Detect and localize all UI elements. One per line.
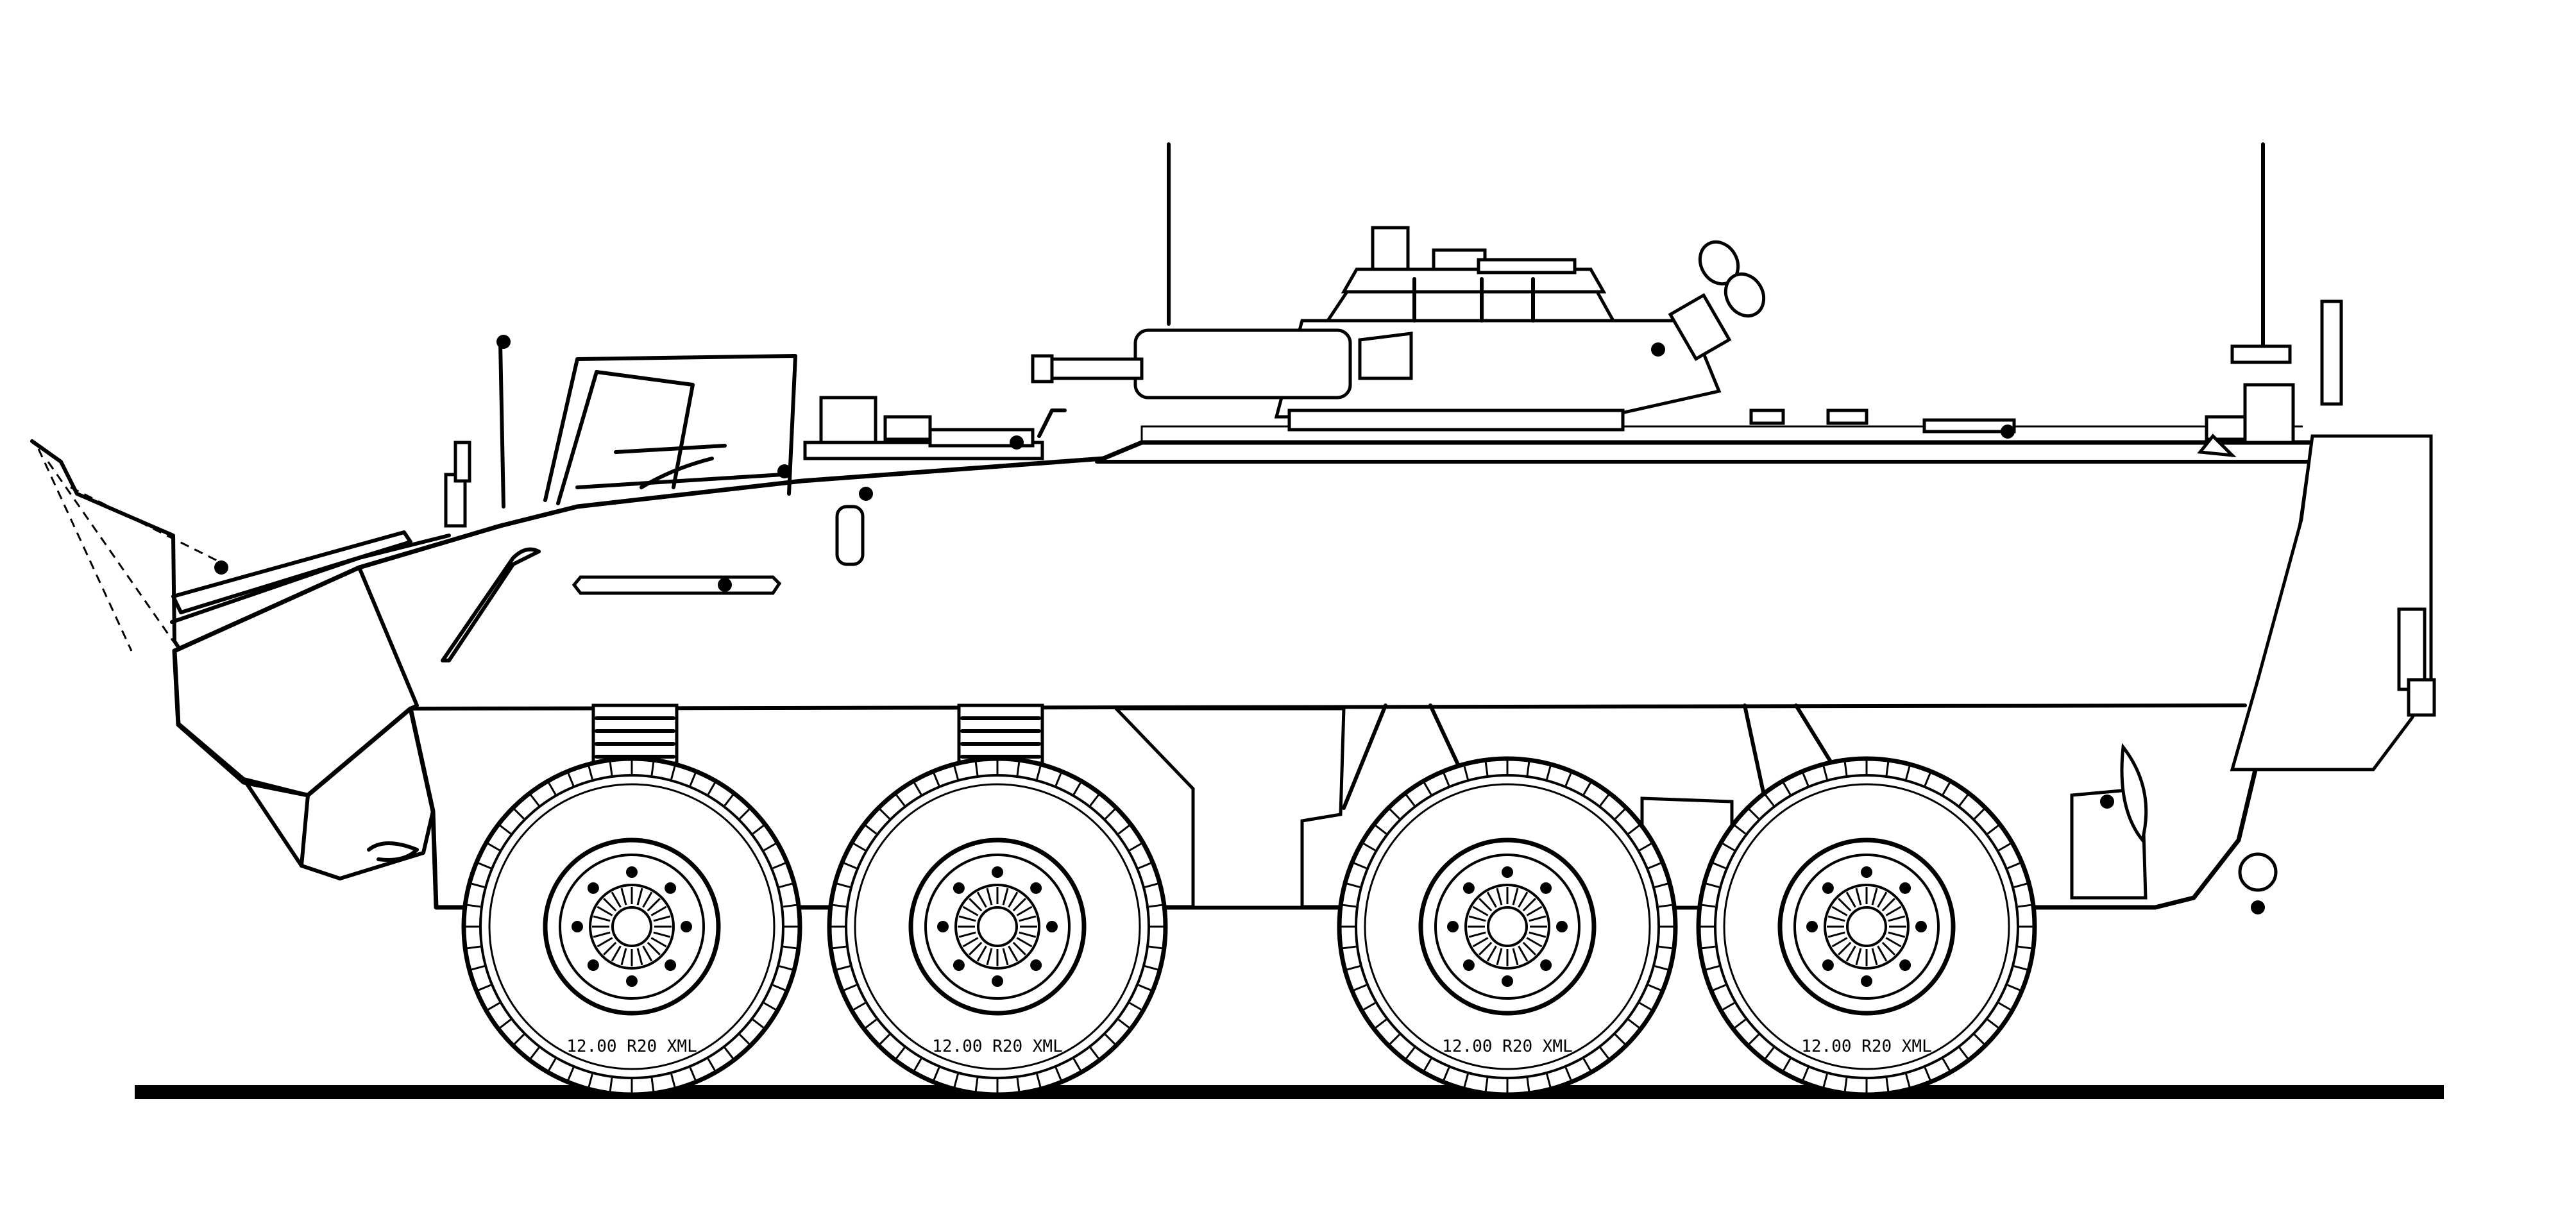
driver-station bbox=[444, 341, 797, 528]
tire-label: 12.00 R20 XML bbox=[1801, 1037, 1932, 1056]
main-gun bbox=[1031, 328, 1625, 432]
wheel-3: 12.00 R20 XML bbox=[1337, 756, 1678, 1097]
wheel-set: 12.00 R20 XML 12.00 R20 XML 12.00 R20 XML 1… bbox=[461, 756, 2037, 1097]
rear-light bbox=[2407, 678, 2436, 717]
rear-door-handle bbox=[2397, 607, 2427, 691]
tire-label: 12.00 R20 XML bbox=[1442, 1037, 1573, 1056]
tire-label: 12.00 R20 XML bbox=[566, 1037, 697, 1056]
turret bbox=[1274, 226, 1722, 419]
rear-propeller bbox=[2070, 743, 2278, 900]
front-nose-lower bbox=[242, 777, 303, 868]
side-bracket bbox=[572, 575, 782, 595]
wheel-4: 12.00 R20 XML bbox=[1696, 756, 2037, 1097]
smoke-dischargers bbox=[1668, 240, 1766, 362]
rear-deck-fittings bbox=[1749, 299, 2343, 458]
tow-hook-front bbox=[367, 841, 419, 862]
side-grab-handle bbox=[441, 547, 541, 662]
tire-label: 12.00 R20 XML bbox=[932, 1037, 1063, 1056]
ground-line bbox=[135, 1085, 2444, 1099]
skirt-mid bbox=[1112, 707, 1346, 909]
deck-upper bbox=[1140, 425, 2303, 442]
rear-struts bbox=[1342, 703, 1849, 810]
rear-door bbox=[2230, 434, 2433, 771]
wheel-1: 12.00 R20 XML bbox=[461, 756, 802, 1097]
deck-stowage bbox=[803, 396, 1067, 460]
front-springs bbox=[591, 703, 1044, 765]
wheel-2: 12.00 R20 XML bbox=[827, 756, 1168, 1097]
callout-markers bbox=[214, 335, 2265, 914]
side-lamp bbox=[835, 505, 865, 566]
trim-vane bbox=[30, 439, 451, 652]
